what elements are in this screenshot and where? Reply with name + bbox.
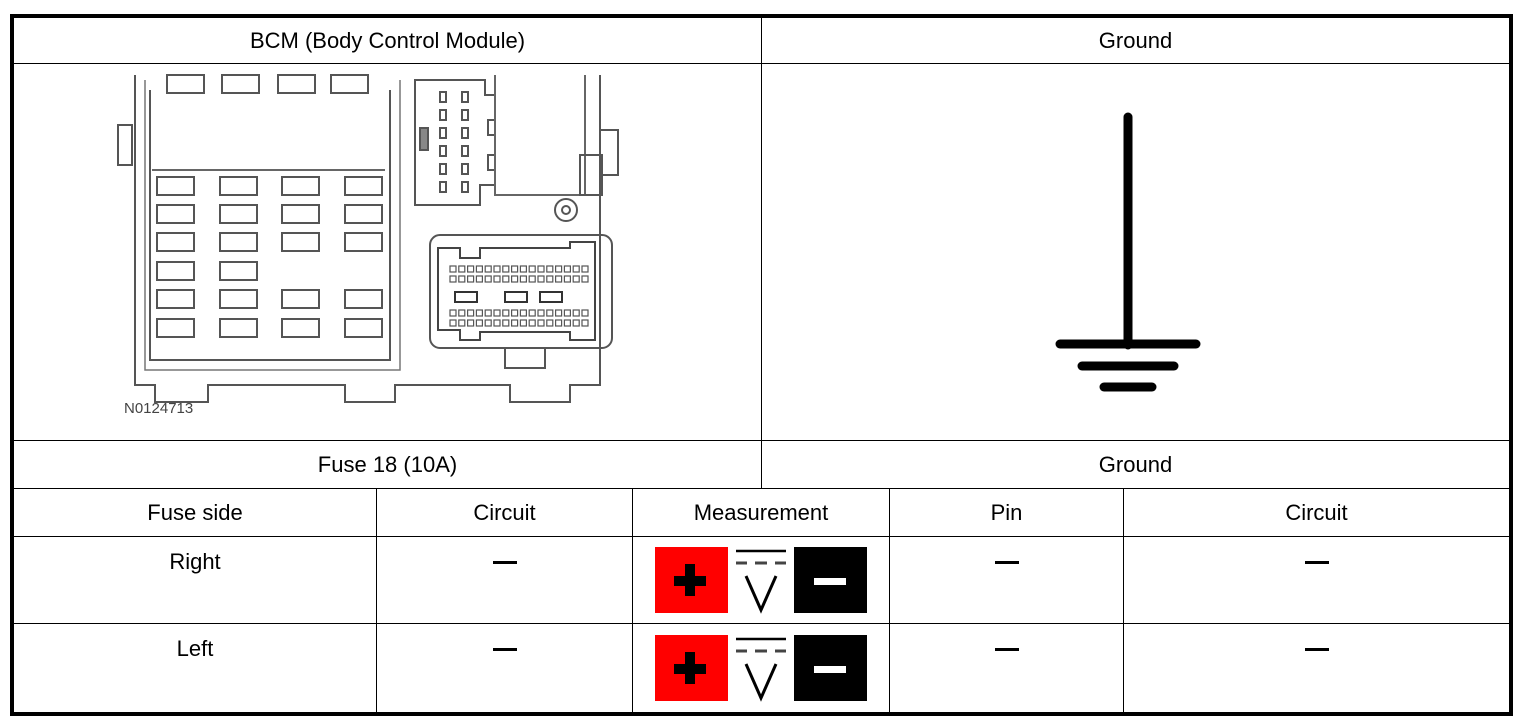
dc-volt-icon bbox=[736, 549, 786, 614]
empty-dash bbox=[492, 561, 517, 564]
circuit-value bbox=[377, 624, 632, 712]
pin-value bbox=[890, 537, 1123, 623]
column-header-fuse-side: Fuse side bbox=[147, 499, 243, 525]
empty-dash bbox=[492, 648, 517, 651]
ground-header: Ground bbox=[1098, 27, 1173, 53]
pin-value bbox=[890, 624, 1123, 712]
column-header-circuit: Circuit bbox=[473, 499, 536, 525]
ground-circuit-value bbox=[1124, 624, 1509, 712]
empty-dash bbox=[1304, 561, 1329, 564]
positive-probe-icon bbox=[655, 635, 728, 701]
ground-subheader: Ground bbox=[1098, 451, 1173, 477]
empty-dash bbox=[994, 561, 1019, 564]
ground-symbol-icon bbox=[1050, 110, 1210, 400]
bcm-diagram: N0124713 bbox=[100, 70, 660, 430]
fuse-side-value: Right bbox=[169, 549, 221, 574]
ground-circuit-value bbox=[1124, 537, 1509, 623]
circuit-value bbox=[377, 537, 632, 623]
dc-voltage-measurement-icon bbox=[655, 634, 867, 702]
diagram-label: N0124713 bbox=[124, 400, 194, 417]
bcm-header: BCM (Body Control Module) bbox=[249, 27, 526, 53]
column-header-pin: Pin bbox=[990, 499, 1023, 525]
fuse-header: Fuse 18 (10A) bbox=[317, 451, 458, 477]
divider bbox=[376, 488, 377, 712]
divider bbox=[14, 488, 1509, 489]
column-header-ground-circuit: Circuit bbox=[1285, 499, 1348, 525]
measurement-cell bbox=[633, 537, 889, 623]
divider bbox=[14, 623, 1509, 624]
divider bbox=[761, 18, 762, 488]
empty-dash bbox=[994, 648, 1019, 651]
column-header-measurement: Measurement bbox=[693, 499, 829, 525]
negative-probe-icon bbox=[794, 635, 867, 701]
divider bbox=[14, 536, 1509, 537]
negative-probe-icon bbox=[794, 547, 867, 613]
dc-volt-icon bbox=[736, 637, 786, 702]
measurement-cell bbox=[633, 624, 889, 712]
divider bbox=[1123, 488, 1124, 712]
dc-voltage-measurement-icon bbox=[655, 546, 867, 614]
connector-test-table bbox=[10, 14, 1513, 716]
divider bbox=[889, 488, 890, 712]
divider bbox=[632, 488, 633, 712]
empty-dash bbox=[1304, 648, 1329, 651]
fuse-side-value: Left bbox=[176, 636, 214, 661]
positive-probe-icon bbox=[655, 547, 728, 613]
